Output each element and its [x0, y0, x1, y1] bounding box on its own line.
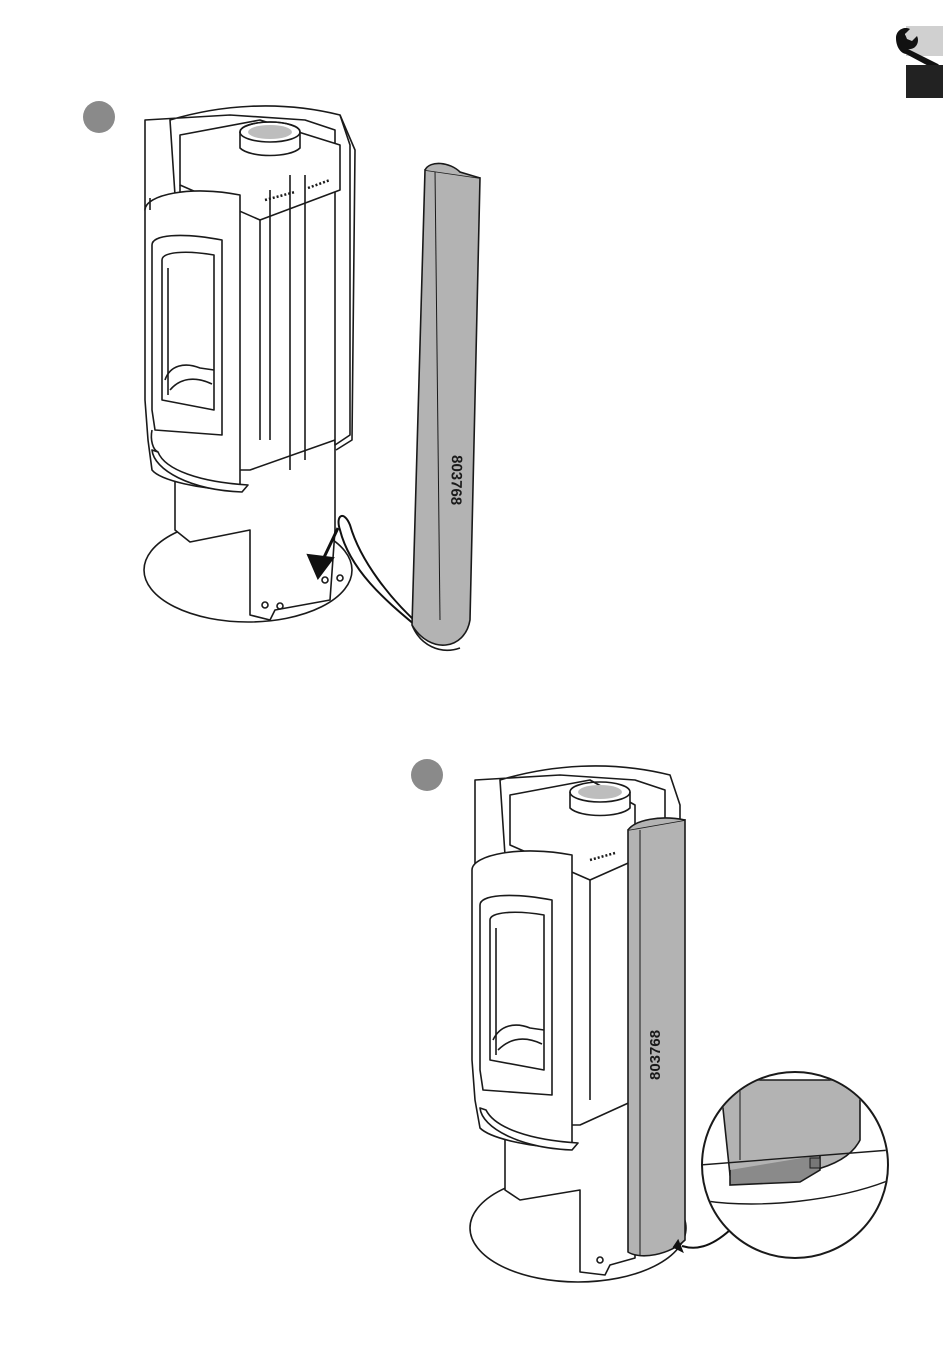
- step-1-illustration: 803768: [130, 100, 490, 670]
- panel-part-number: 803768: [447, 455, 465, 505]
- side-panel: 803768: [628, 818, 685, 1256]
- step-1-badge: [83, 101, 115, 133]
- panel-part-number: 803768: [647, 1030, 664, 1080]
- side-panel: 803768: [412, 163, 480, 650]
- section-tab: [892, 20, 948, 100]
- step-2-badge: [411, 759, 443, 791]
- step-2-illustration: 803768: [460, 760, 890, 1300]
- detail-magnifier: [700, 1072, 890, 1258]
